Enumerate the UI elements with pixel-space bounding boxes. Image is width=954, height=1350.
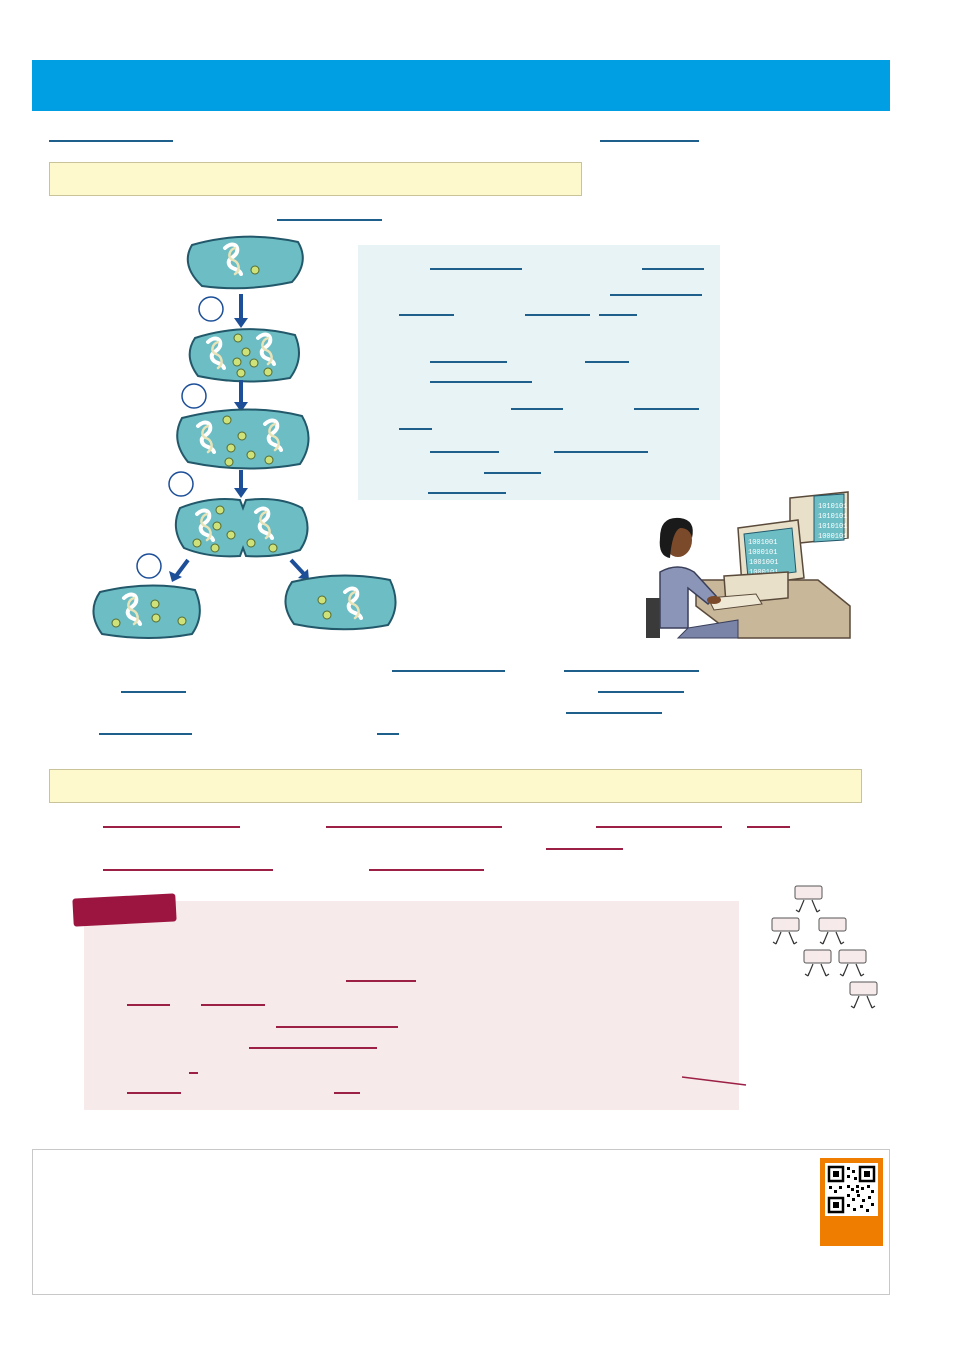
link-underline[interactable] (564, 670, 699, 672)
daughter-cell-right (284, 574, 397, 631)
cell-3 (176, 408, 310, 470)
link-underline[interactable] (189, 1072, 198, 1074)
division-tree-icon (771, 885, 878, 1009)
note-tag (72, 893, 177, 927)
cell-1 (186, 235, 304, 290)
svg-text:1001001: 1001001 (749, 559, 778, 567)
cell-division-diagram (92, 235, 397, 639)
svg-text:1010101: 1010101 (818, 503, 847, 511)
cell-4-dividing (174, 498, 309, 558)
link-underline[interactable] (49, 140, 173, 142)
link-underline[interactable] (334, 1092, 360, 1094)
step-number-circle (181, 383, 207, 409)
cell-2 (188, 328, 300, 383)
link-underline[interactable] (554, 451, 648, 453)
section-heading-box (49, 162, 582, 196)
annotation-line (681, 1076, 747, 1086)
link-underline[interactable] (598, 691, 684, 693)
link-underline[interactable] (747, 826, 790, 828)
link-underline[interactable] (277, 219, 382, 221)
svg-text:1010101: 1010101 (818, 513, 847, 521)
link-underline[interactable] (596, 826, 722, 828)
link-underline[interactable] (326, 826, 502, 828)
link-underline[interactable] (525, 314, 590, 316)
link-underline[interactable] (642, 268, 704, 270)
svg-text:1000101: 1000101 (818, 533, 847, 541)
link-underline[interactable] (103, 826, 240, 828)
daughter-cell-left (92, 584, 201, 639)
link-underline[interactable] (430, 451, 499, 453)
link-underline[interactable] (430, 361, 507, 363)
link-underline[interactable] (599, 314, 637, 316)
link-underline[interactable] (249, 1047, 377, 1049)
step-number-circle (136, 553, 162, 579)
link-underline[interactable] (369, 869, 484, 871)
link-underline[interactable] (103, 869, 273, 871)
link-underline[interactable] (399, 428, 432, 430)
link-underline[interactable] (484, 472, 541, 474)
step-number-circle (168, 471, 194, 497)
link-underline[interactable] (99, 733, 192, 735)
link-underline[interactable] (377, 733, 399, 735)
note-panel (84, 901, 739, 1110)
link-underline[interactable] (127, 1092, 181, 1094)
qr-code-icon (827, 1165, 876, 1214)
link-underline[interactable] (634, 408, 699, 410)
svg-text:1000101: 1000101 (748, 549, 777, 557)
footer-box (32, 1149, 890, 1295)
computer-user-illustration: 1010101 1010101 1010101 1000101 1001001 … (646, 491, 851, 639)
link-underline[interactable] (600, 140, 699, 142)
plasmid-icon (250, 265, 260, 275)
link-underline[interactable] (201, 1004, 265, 1006)
link-underline[interactable] (276, 1026, 398, 1028)
section-heading-box (49, 769, 862, 803)
qr-code-card[interactable] (820, 1158, 883, 1246)
arrow-down-right-icon (289, 558, 306, 576)
link-underline[interactable] (430, 268, 522, 270)
svg-text:1001001: 1001001 (748, 539, 777, 547)
svg-text:1010101: 1010101 (818, 523, 847, 531)
header-banner (32, 60, 890, 111)
link-underline[interactable] (511, 408, 563, 410)
link-underline[interactable] (585, 361, 629, 363)
link-underline[interactable] (399, 314, 454, 316)
explanation-panel (358, 245, 720, 500)
link-underline[interactable] (121, 691, 186, 693)
link-underline[interactable] (127, 1004, 170, 1006)
step-number-circle (198, 296, 224, 322)
link-underline[interactable] (546, 848, 623, 850)
link-underline[interactable] (430, 381, 532, 383)
link-underline[interactable] (428, 492, 506, 494)
link-underline[interactable] (610, 294, 702, 296)
link-underline[interactable] (566, 712, 662, 714)
link-underline[interactable] (392, 670, 505, 672)
link-underline[interactable] (346, 980, 416, 982)
arrow-down-left-icon (174, 558, 190, 578)
